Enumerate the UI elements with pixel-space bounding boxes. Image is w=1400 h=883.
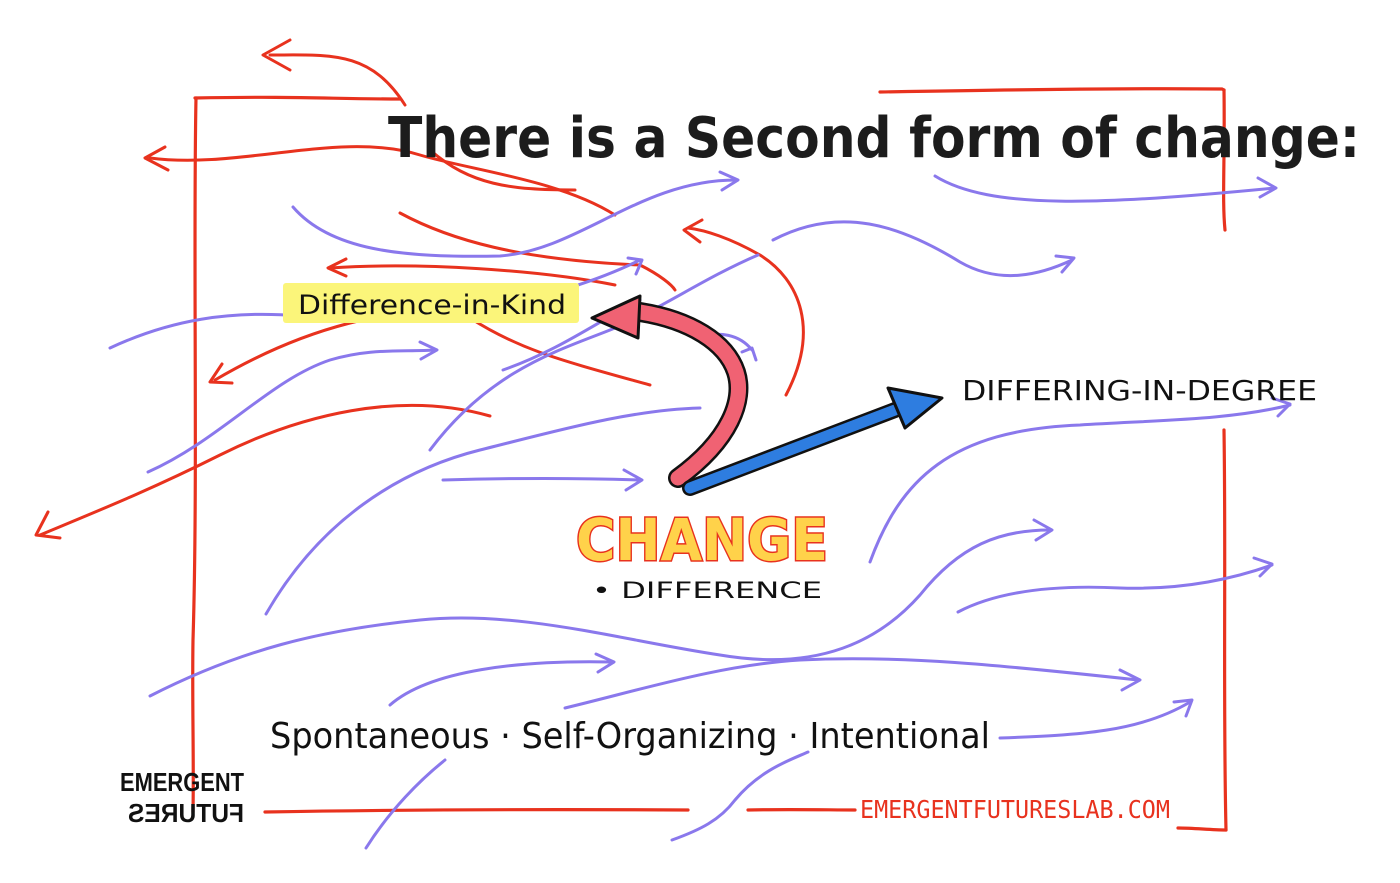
arrowhead-icon — [1270, 396, 1292, 418]
arrowhead-icon — [1032, 518, 1054, 542]
blue-flow-line — [771, 220, 1074, 278]
arrowhead-icon — [622, 468, 644, 492]
blue-flow-line — [364, 758, 447, 850]
difference-label: • DIFFERENCE — [592, 579, 822, 604]
blue-flow-line — [146, 348, 438, 474]
differing-in-degree-label: DIFFERING-IN-DEGREE — [962, 374, 1317, 407]
arrowhead-icon — [594, 652, 616, 674]
emergent-futures-logo: EMERGENT FUTURES — [120, 767, 244, 828]
arrowhead-icon — [682, 218, 704, 244]
red-flow-line — [686, 226, 805, 397]
blue-flow-line — [956, 563, 1274, 614]
red-flow-line — [328, 264, 617, 287]
frame — [191, 87, 1228, 832]
blue-flow-line — [933, 174, 1277, 203]
arrowhead-icon — [1252, 556, 1274, 578]
arrowhead-icon — [418, 340, 439, 361]
site-url: EMERGENTFUTURESLAB.COM — [860, 795, 1170, 824]
blue-flow-line — [291, 178, 738, 258]
blue-flow-line — [868, 403, 1292, 564]
arrowhead-icon — [626, 256, 644, 276]
blue-flow-line — [428, 253, 760, 452]
blue-flow-line — [670, 750, 810, 842]
arrowhead-icon — [1172, 698, 1194, 718]
change-label: CHANGE — [576, 506, 828, 574]
arrowhead-icon — [261, 38, 292, 72]
blue-flow-line — [441, 477, 642, 482]
arrowhead-icon — [1256, 176, 1278, 199]
arrowhead-icon — [1118, 668, 1142, 692]
arrowhead-icon — [740, 346, 758, 362]
kind-highlight — [283, 283, 579, 323]
arrowhead-icon — [34, 510, 62, 540]
blue-flow-line — [563, 657, 1140, 710]
arrowhead-icon — [326, 257, 348, 278]
arrowhead-icon — [1054, 254, 1076, 274]
logo-line-1: EMERGENT — [120, 767, 244, 797]
logo-line-2: FUTURES — [128, 798, 244, 828]
blue-flow-line — [264, 406, 702, 616]
page-title: There is a Second form of change: — [388, 106, 1360, 171]
arrowhead-icon — [208, 362, 234, 385]
arrowhead-icon — [143, 145, 170, 172]
red-flow-line — [148, 145, 617, 217]
red-flow-line — [428, 148, 577, 192]
red-flow-line — [398, 211, 677, 292]
blue-flow-line — [388, 660, 614, 707]
change-modes-label: Spontaneous · Self-Organizing · Intentio… — [270, 716, 990, 757]
difference-in-kind-arrow — [590, 294, 749, 488]
red-flow-line — [38, 403, 492, 537]
differing-in-degree-arrow — [682, 386, 944, 496]
blue-flow-line — [998, 700, 1192, 740]
blue-flow-line — [148, 528, 1052, 698]
difference-in-kind-label: Difference-in-Kind — [298, 290, 566, 321]
red-flow-line — [268, 53, 407, 107]
arrowhead-icon — [718, 170, 740, 192]
